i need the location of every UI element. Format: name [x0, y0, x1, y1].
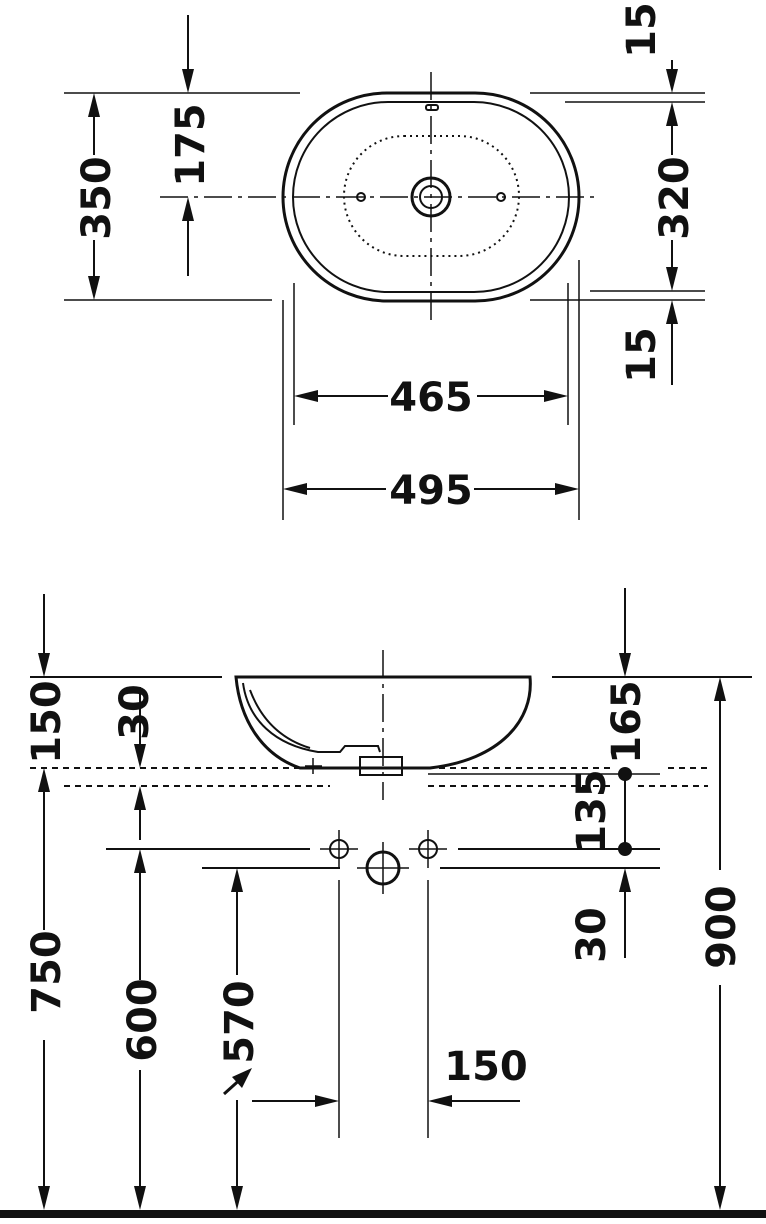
dim-depth-outer: 350	[74, 156, 120, 240]
dim-width-outer: 495	[389, 468, 473, 514]
dim-drain-height: 600	[120, 978, 166, 1062]
dim-bowl-inner: 30	[112, 684, 158, 740]
dim-mount-height: 750	[24, 930, 70, 1014]
top-view: 350 175 15 320 15 465 495	[64, 2, 705, 520]
dim-right-gap: 135	[569, 769, 615, 853]
dim-right-low: 30	[569, 907, 615, 963]
side-view: 150 30 750 600 570 150	[0, 588, 766, 1218]
dim-center-offset: 175	[168, 103, 214, 187]
bowl-inner-profile	[242, 682, 381, 753]
dim-supply-spacing: 150	[444, 1044, 528, 1090]
dim-depth-inner: 320	[652, 156, 698, 240]
dim-rim-bottom: 15	[619, 327, 665, 383]
dim-bowl-height: 150	[24, 680, 70, 764]
dim-supply-height: 570	[217, 980, 263, 1064]
dim-total-height: 900	[699, 885, 745, 969]
overflow-slot	[425, 104, 439, 111]
drain-outlet	[359, 756, 403, 776]
dim-width-inner: 465	[389, 375, 473, 421]
floor-line	[0, 1210, 766, 1218]
dim-rim-top: 15	[619, 2, 665, 58]
dim-right-height: 165	[604, 680, 650, 764]
